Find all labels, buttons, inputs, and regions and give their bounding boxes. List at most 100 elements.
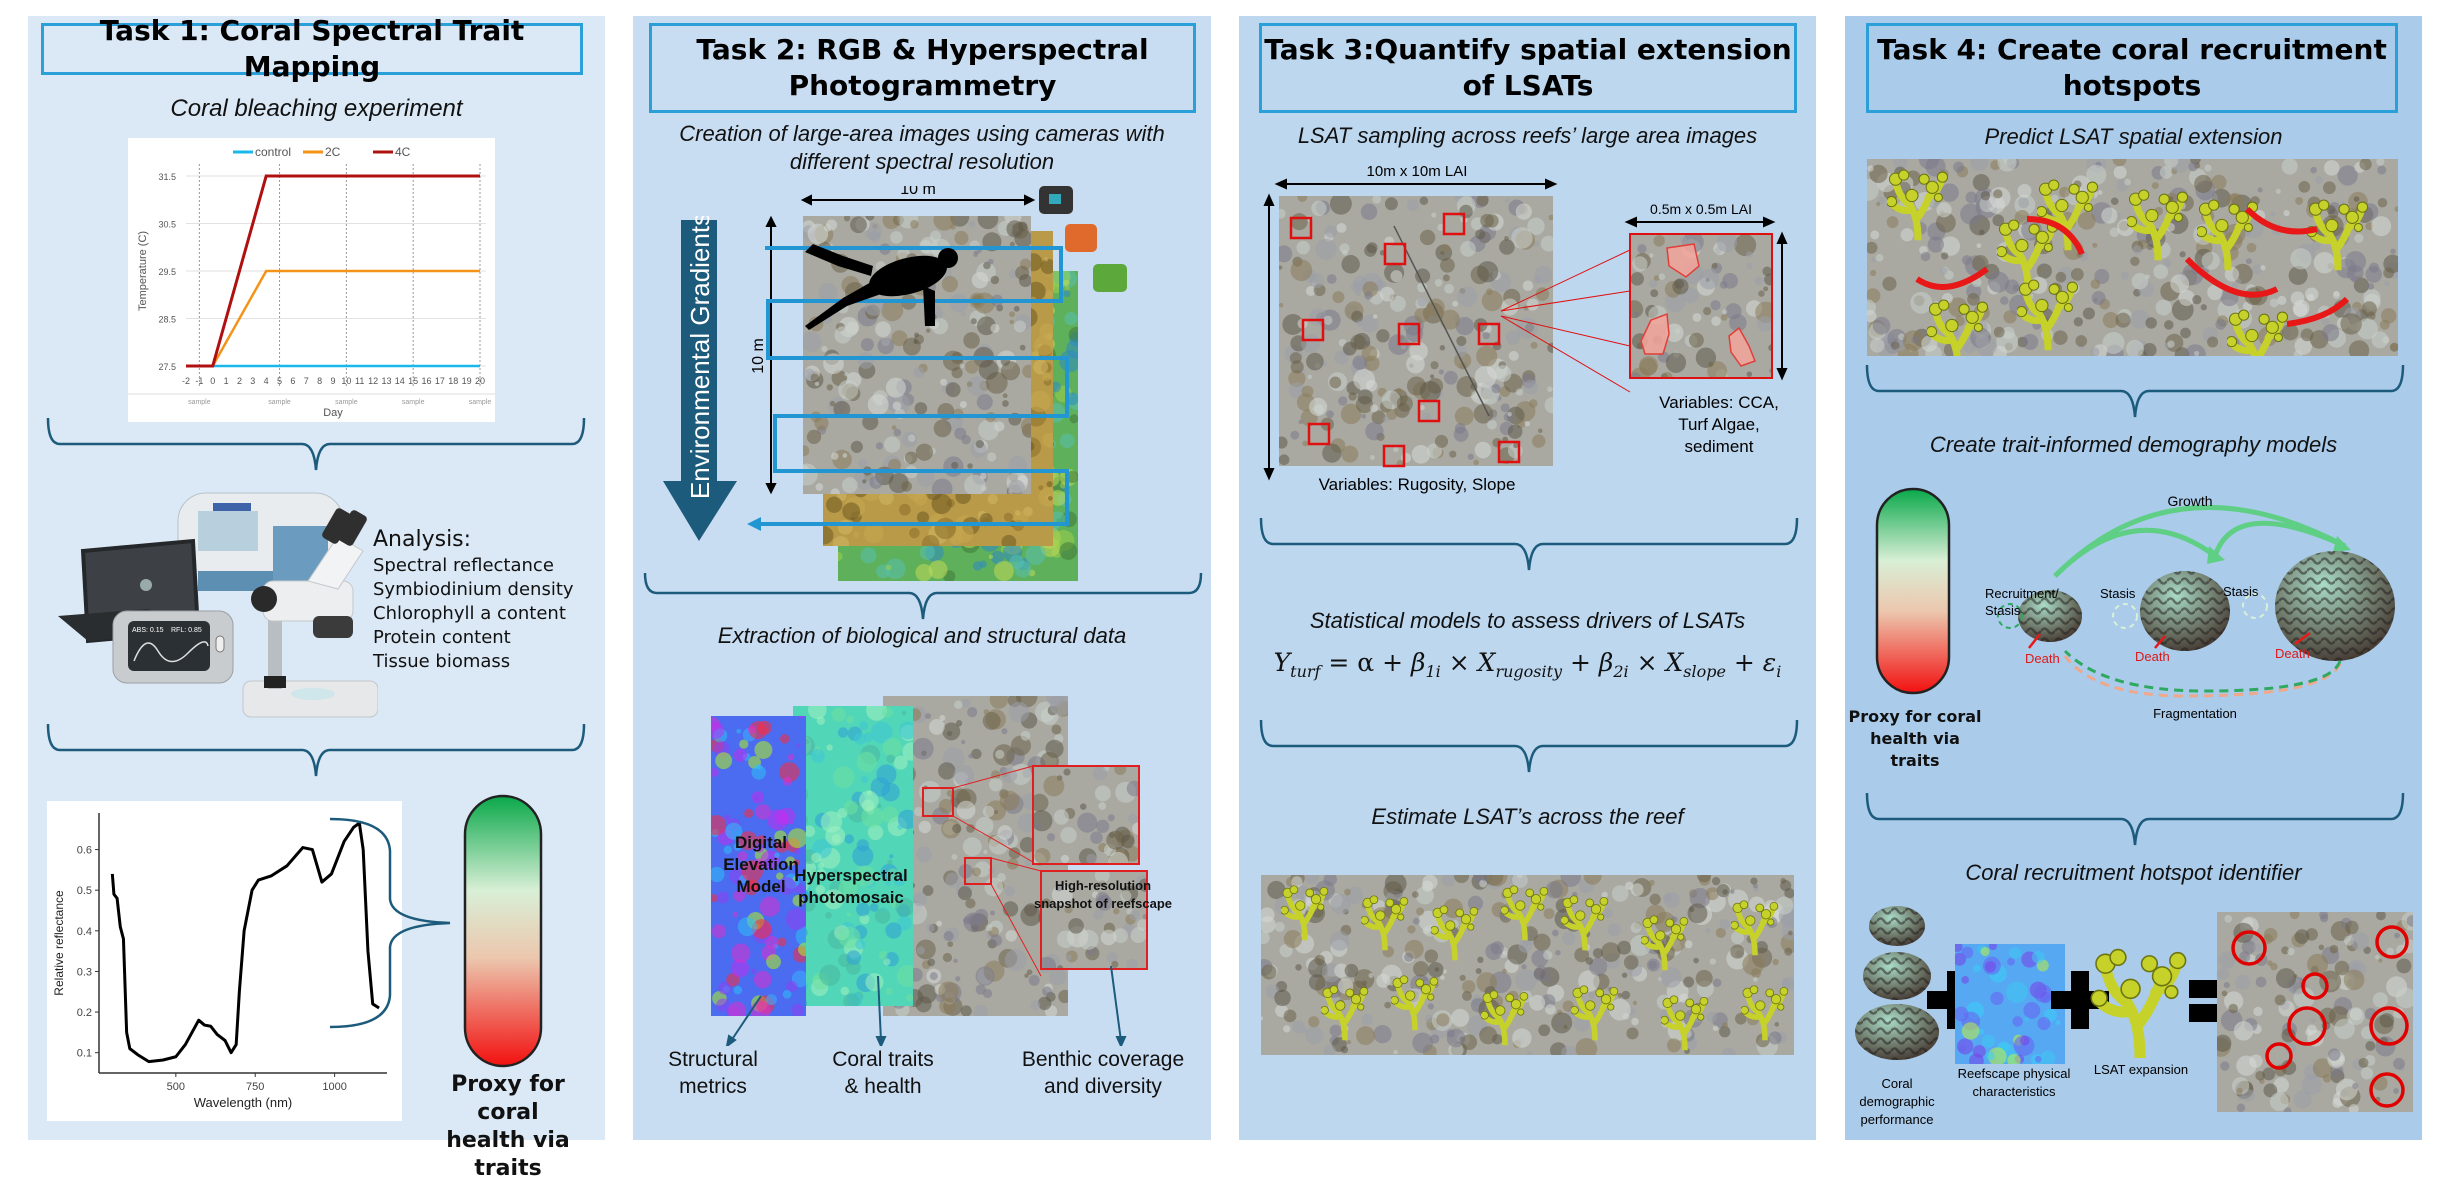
task3-title: Task 3:Quantify spatial extension of LSA… [1259, 23, 1797, 113]
y-tick-label: 28.5 [158, 315, 176, 325]
subtitle-line: Creation of large-area images using came… [679, 121, 1165, 146]
brace-task3-2 [1259, 719, 1799, 773]
task4-subtitle: Predict LSAT spatial extension [1984, 124, 2283, 149]
task2-title: Task 2: RGB & Hyperspectral Photogrammet… [649, 23, 1196, 113]
legend-label-2C: 2C [325, 145, 341, 159]
y-tick-label: 0.2 [77, 1007, 92, 1019]
hotspot-map [2217, 912, 2413, 1112]
multispectral-camera-icon [1065, 224, 1097, 252]
lsat-expansion-label: LSAT expansion [2094, 1062, 2188, 1077]
analysis-list: Analysis: Spectral reflectance Symbiodin… [373, 526, 574, 674]
y-tick-label: 27.5 [158, 362, 176, 372]
task3-panel: Task 3:Quantify spatial extension of LSA… [1239, 16, 1816, 1140]
sample-quadrat [1289, 216, 1313, 240]
width-label: 10 m [900, 186, 936, 198]
small-area-width-arrow [1624, 216, 1776, 228]
task2-subtitle2: Extraction of biological and structural … [717, 623, 1127, 648]
device-readout-abs: ABS: 0.15 [132, 627, 164, 634]
x-axis-label: Day [323, 407, 343, 419]
health-gradient-bar [1875, 487, 1951, 695]
x-tick-label: -1 [195, 376, 203, 386]
survey-path [755, 246, 1069, 526]
lsat-sampling-illustration: 10m x 10m LAI 0.5m x 0.5m LAI Variables:… [1263, 163, 1788, 494]
large-area-label: 10m x 10m LAI [1367, 163, 1468, 180]
sample-label: sample [335, 399, 358, 406]
x-axis-label: Wavelength (nm) [194, 1095, 293, 1110]
rgb-mosaic-layer [803, 216, 1031, 494]
analysis-item: Chlorophyll a content [373, 603, 566, 624]
height-label: 10 m [750, 338, 767, 374]
turf-algae-polygons [1640, 243, 1756, 367]
environmental-gradient-label: Environmental Gradients [685, 216, 715, 499]
sample-label: sample [188, 399, 211, 406]
lsat-prediction-map [1867, 159, 2398, 356]
subtitle-line: different spectral resolution [789, 149, 1055, 174]
task4-subtitle2: Create trait-informed demography models [1929, 432, 2338, 457]
device-readout-rfl: RFL: 0.85 [171, 627, 202, 634]
y-tick-label: 0.4 [77, 926, 92, 938]
x-tick-label: -2 [182, 376, 190, 386]
brace-task2 [643, 572, 1203, 620]
task2-title-line: Task 2: RGB & Hyperspectral [696, 33, 1149, 66]
fragmentation-label: Fragmentation [2153, 706, 2237, 721]
task1-panel: Task 1: Coral Spectral Trait Mapping Cor… [28, 14, 605, 1181]
plus-icon [2051, 971, 2109, 1029]
growth-arrows [2053, 504, 2347, 578]
x-tick-label: 6 [290, 376, 295, 386]
sample-quadrat [1397, 322, 1421, 346]
small-area-variables: Variables: CCA,Turf Algae,sediment [1659, 393, 1779, 456]
task2-subtitle: Creation of large-area images using came… [633, 120, 1211, 176]
sample-quadrat [1301, 318, 1325, 342]
hyperspectral-photomosaic-strip [793, 706, 913, 1006]
sample-quadrats [1289, 212, 1521, 468]
sample-quadrat [1442, 212, 1466, 236]
digital-elevation-model-strip [711, 716, 806, 1016]
task1-subtitle: Coral bleaching experiment [170, 95, 463, 122]
snapshot-1 [1033, 766, 1139, 864]
x-tick-label: 8 [317, 376, 322, 386]
hyperspectral-camera-icon [1093, 264, 1127, 292]
y-tick-label: 0.6 [77, 845, 92, 857]
death-arrows [2028, 631, 2311, 649]
x-tick-label: 15 [408, 376, 418, 386]
height-dimension-arrow [765, 215, 777, 495]
spread-arrows [1915, 206, 2350, 327]
coral-medium-icon [2140, 571, 2230, 651]
x-tick-label: 0 [210, 376, 215, 386]
environmental-gradient-arrow: Environmental Gradients [663, 216, 737, 541]
x-tick-label: 7 [304, 376, 309, 386]
x-tick-label: 1 [224, 376, 229, 386]
task4-title: Task 4: Create coral recruitment hotspot… [1866, 23, 2398, 113]
sample-quadrat [1417, 399, 1441, 423]
lab-instruments-illustration: ABS: 0.15 RFL: 0.85 [58, 492, 378, 718]
recruitment-label: Recruitment/Stasis [1985, 586, 2059, 618]
coral-large-icon [2275, 551, 2395, 661]
task1-title: Task 1: Coral Spectral Trait Mapping [41, 14, 583, 83]
x-tick-label: 18 [448, 376, 458, 386]
x-tick-label: 14 [395, 376, 405, 386]
series-line-4C [186, 174, 480, 368]
large-area-variables: Variables: Rugosity, Slope [1319, 475, 1516, 494]
death-label-3: Death [2275, 646, 2310, 661]
legend-label-control: control [255, 145, 291, 159]
stasis-label-1: Stasis [2100, 586, 2136, 601]
x-tick-label: 750 [246, 1081, 264, 1093]
brace-2 [46, 723, 586, 777]
reefscape-physical-map [1955, 944, 2065, 1064]
curly-brace-to-health [329, 817, 451, 1029]
large-area-image [1279, 196, 1553, 466]
lsat-estimate-map [1261, 875, 1794, 1055]
proxy-label-line: health via traits [446, 1128, 570, 1181]
stasis-loops [1997, 593, 2268, 629]
hotspot-circles [2231, 925, 2409, 1108]
sample-quadrat [1477, 322, 1501, 346]
death-label-1: Death [2025, 651, 2060, 666]
snapshot-2 [1041, 871, 1147, 969]
task4-subtitle3: Coral recruitment hotspot identifier [1965, 860, 2302, 885]
